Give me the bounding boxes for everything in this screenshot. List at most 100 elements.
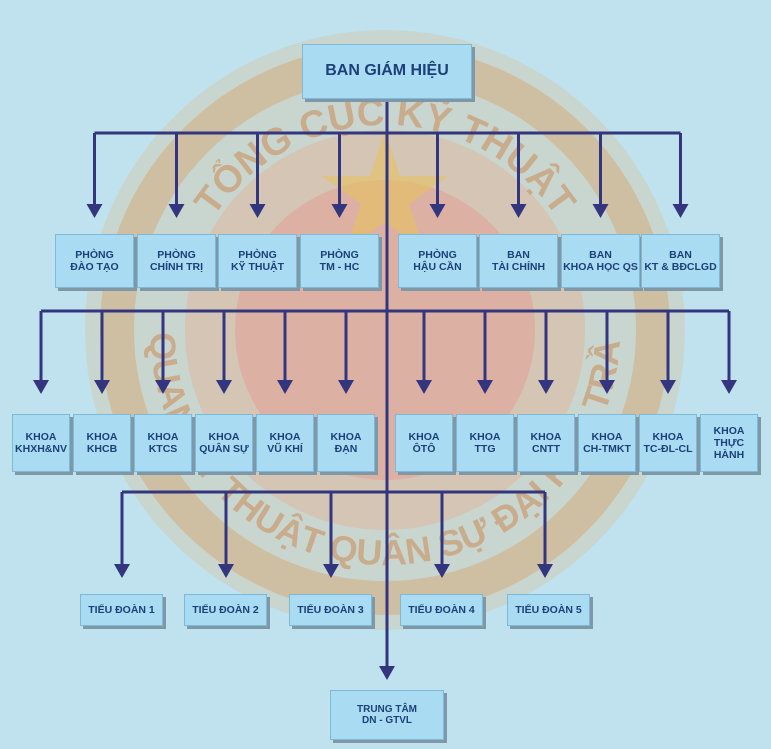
arrow-head (434, 564, 450, 578)
unit-label: TC-ĐL-CL (643, 443, 693, 455)
unit-label: VŨ KHÍ (267, 443, 303, 455)
unit-label: KHOA (86, 430, 118, 443)
unit-label: KHOA (713, 424, 745, 437)
arrow-head (86, 204, 103, 218)
unit-label: KHOA (25, 430, 57, 443)
arrow-head (599, 380, 615, 394)
battalion-box: TIỂU ĐOÀN 1 (80, 594, 163, 626)
unit-label: TÀI CHÍNH (491, 261, 546, 273)
unit-label: TIỂU ĐOÀN 5 (515, 603, 582, 616)
unit-label: DN - GTVL (362, 715, 412, 726)
arrow-head (672, 204, 689, 218)
arrow-head (323, 564, 339, 578)
unit-label: PHÒNG (238, 248, 277, 261)
arrow-head (477, 380, 493, 394)
unit-label: KHOA (408, 430, 440, 443)
arrow-head (379, 666, 395, 680)
unit-label: KTCS (148, 443, 178, 455)
unit-label: KHXH&NV (15, 443, 67, 455)
arrow-head (721, 380, 737, 394)
arrow-head (168, 204, 185, 218)
arrow-head (33, 380, 49, 394)
unit-label: ÔTÔ (412, 443, 436, 455)
arrow-head (416, 380, 432, 394)
unit-label: CNTT (532, 443, 560, 455)
unit-label: PHÒNG (320, 248, 359, 261)
arrow-head (216, 380, 232, 394)
arrow-head (429, 204, 446, 218)
arrow-head (114, 564, 130, 578)
unit-label: KHOA (269, 430, 301, 443)
unit-label: KỸ THUẬT (230, 261, 285, 273)
unit-label: PHÒNG (157, 248, 196, 261)
unit-label: KHOA (469, 430, 501, 443)
arrow-head (277, 380, 293, 394)
unit-label: BAN (589, 248, 612, 261)
arrow-head (660, 380, 676, 394)
arrow-head (338, 380, 354, 394)
unit-label: HẬU CẦN (413, 261, 462, 273)
unit-label: CHÍNH TRỊ (149, 261, 204, 273)
battalion-box: TIỂU ĐOÀN 5 (507, 594, 590, 626)
arrow-head (249, 204, 266, 218)
top-unit-box: BAN GIÁM HIỆU (302, 44, 472, 99)
unit-label: BAN (507, 248, 530, 261)
arrow-head (94, 380, 110, 394)
unit-label: PHÒNG (418, 248, 457, 261)
unit-label: KHOA (330, 430, 362, 443)
arrow-head (331, 204, 348, 218)
unit-label: KHOA (530, 430, 562, 443)
unit-label: KHOA (591, 430, 623, 443)
unit-label: CH-TMKT (583, 443, 631, 455)
unit-label: TRUNG TÂM (357, 703, 417, 715)
arrow-head (537, 564, 553, 578)
unit-label: KHCB (86, 443, 118, 455)
unit-label: QUÂN SỰ (199, 443, 249, 455)
battalion-box: TIỂU ĐOÀN 4 (400, 594, 483, 626)
arrow-head (155, 380, 171, 394)
unit-label: ĐẠN (334, 443, 358, 455)
unit-label: BAN GIÁM HIỆU (325, 62, 449, 80)
unit-label: KT & BĐCLGD (644, 261, 717, 273)
arrow-head (538, 380, 554, 394)
unit-label: TIỂU ĐOÀN 1 (88, 603, 155, 616)
arrow-head (592, 204, 609, 218)
unit-label: ĐÀO TẠO (70, 261, 119, 273)
unit-label: THỰC (713, 436, 745, 449)
unit-label: HÀNH (713, 449, 745, 462)
unit-label: KHOA (652, 430, 684, 443)
unit-label: KHOA (208, 430, 240, 443)
unit-label: TTG (474, 443, 496, 455)
unit-label: BAN (669, 248, 692, 261)
unit-label: KHOA HỌC QS (563, 261, 638, 273)
unit-label: TIỂU ĐOÀN 3 (297, 603, 364, 616)
unit-label: TIỂU ĐOÀN 4 (408, 603, 475, 616)
arrow-head (218, 564, 234, 578)
battalion-box: TIỂU ĐOÀN 2 (184, 594, 267, 626)
unit-label: KHOA (147, 430, 179, 443)
unit-label: TIỂU ĐOÀN 2 (192, 603, 259, 616)
arrow-head (510, 204, 527, 218)
battalion-box: TIỂU ĐOÀN 3 (289, 594, 372, 626)
